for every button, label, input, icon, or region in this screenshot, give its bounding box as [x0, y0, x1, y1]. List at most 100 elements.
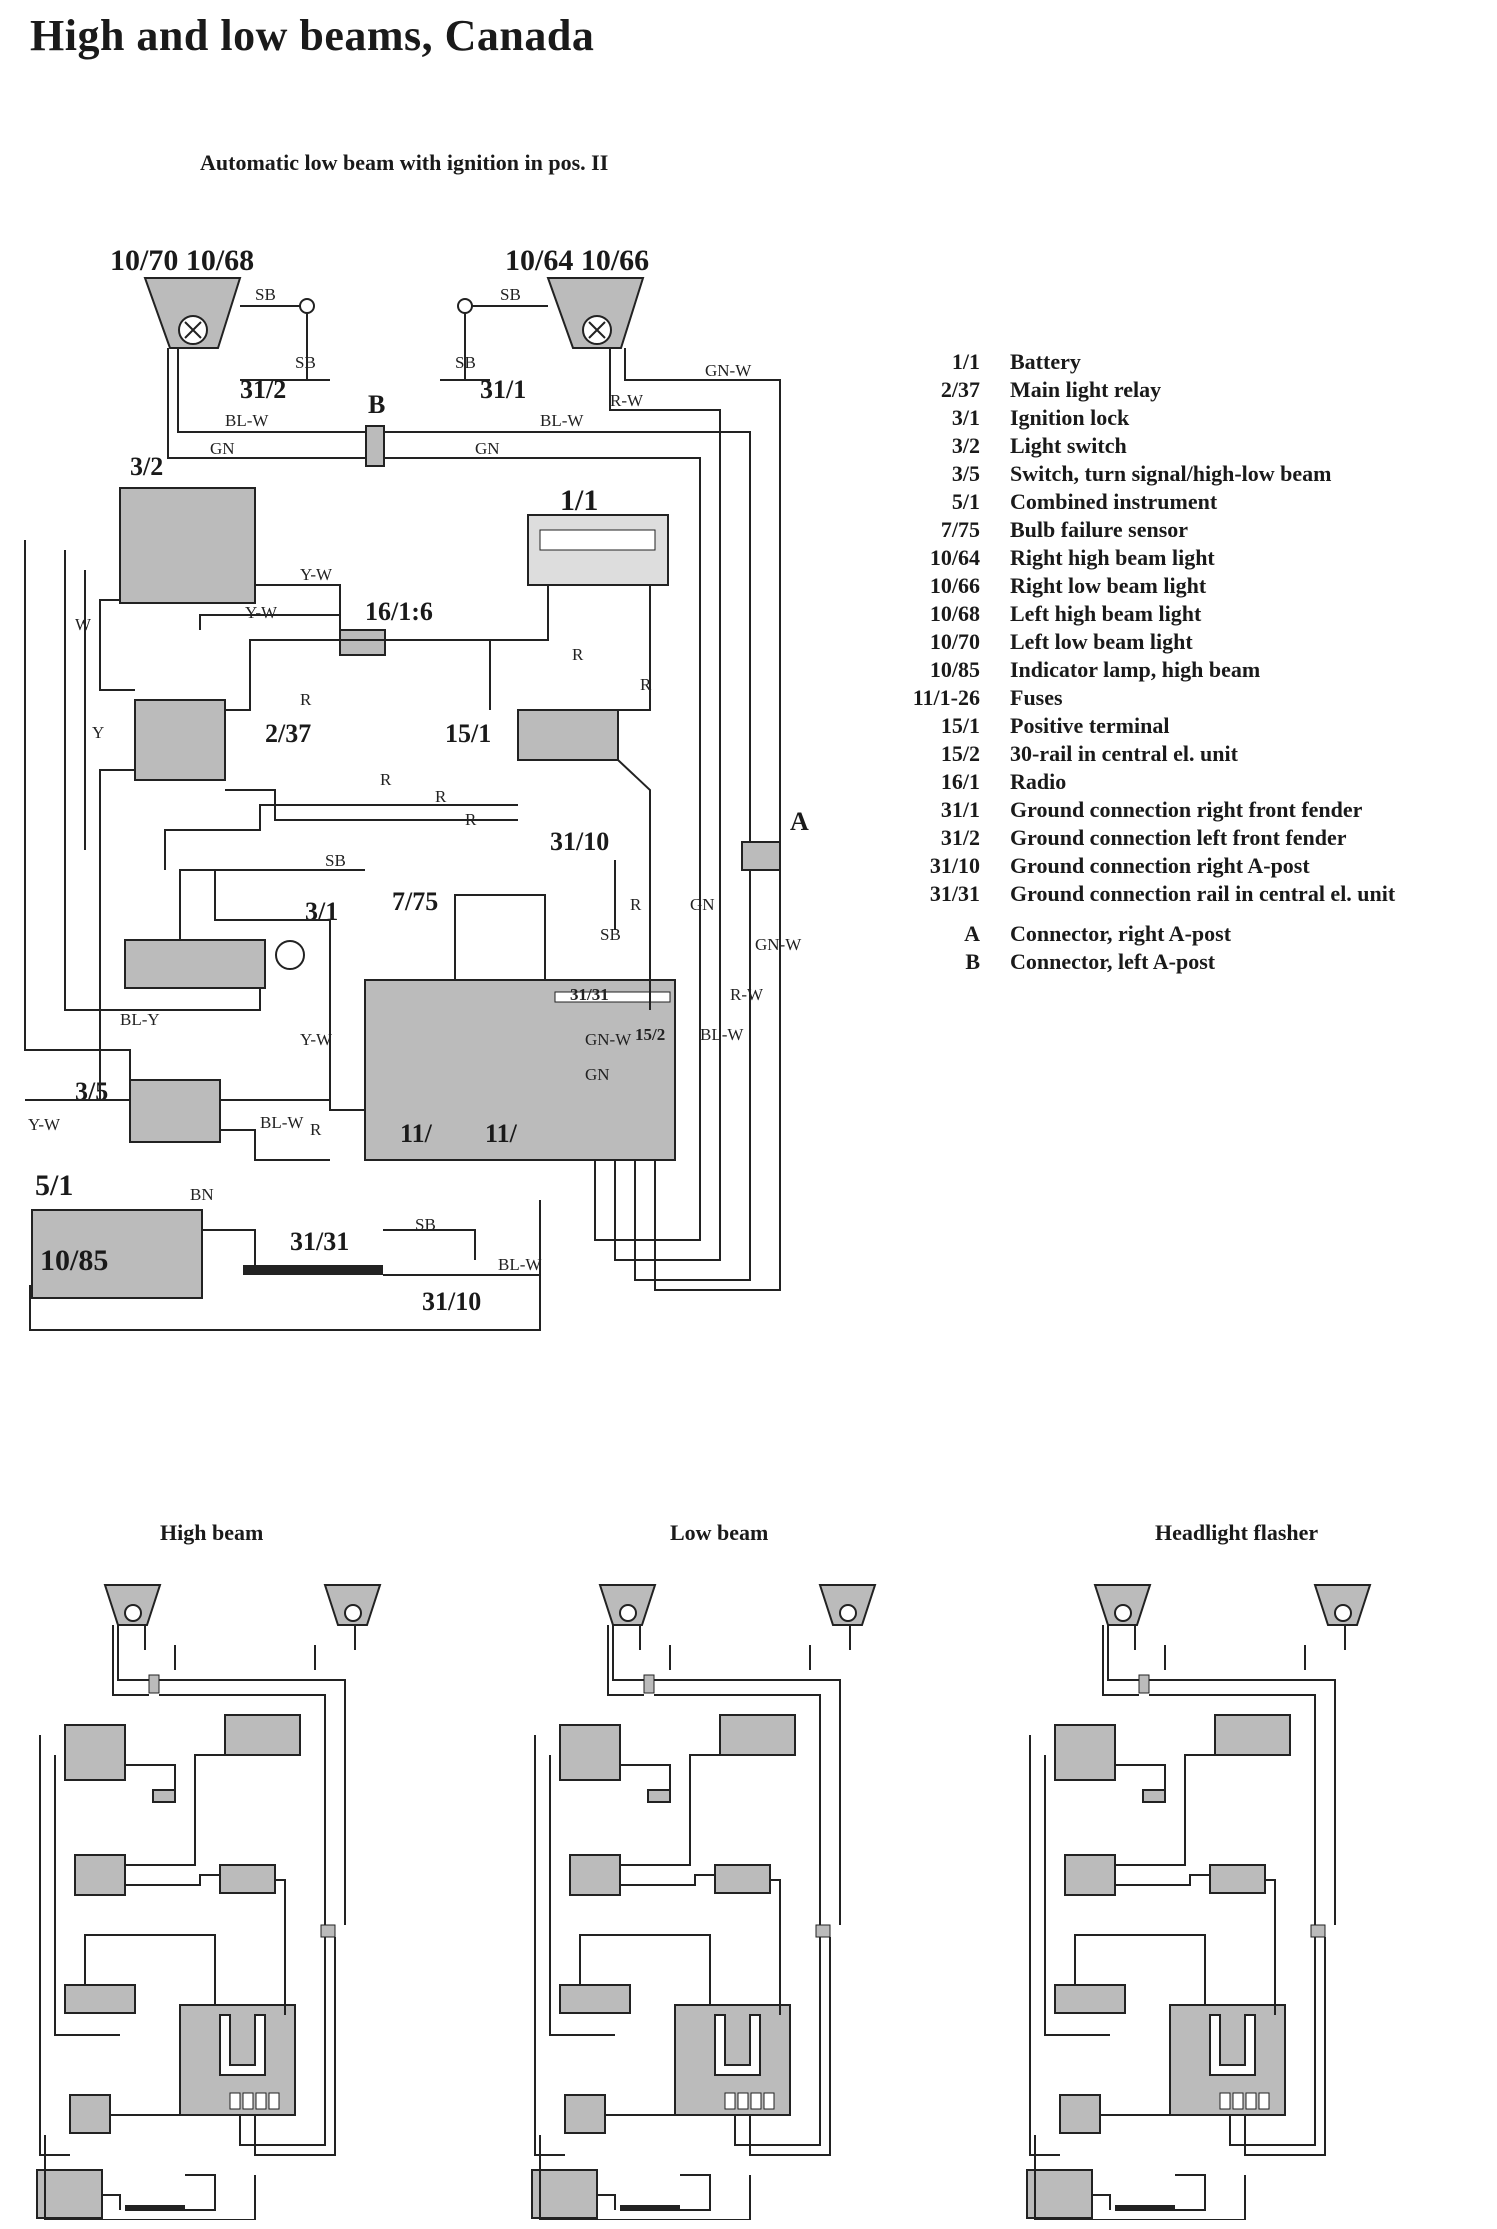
legend-code: 11/1-26	[912, 685, 980, 710]
thumb-wire	[1092, 2194, 1111, 2210]
legend-code: 31/31	[929, 881, 980, 906]
label-ground-rail-b: 31/31	[290, 1227, 349, 1256]
thumb-wire	[612, 1625, 841, 1925]
thumb-wire	[1164, 1645, 1306, 1670]
wire-label-bl-w: BL-W	[700, 1025, 744, 1044]
thumbnail-diagram-low-beam	[531, 1584, 877, 2220]
legend-code: A	[964, 921, 980, 946]
wire-label-r: R	[380, 770, 392, 789]
label-ground-right: 31/1	[480, 375, 526, 404]
legend-code: 3/2	[951, 433, 980, 458]
legend-code: 3/1	[951, 405, 980, 430]
thumb-wire	[534, 1735, 565, 2156]
wire-label-gn: GN	[210, 439, 235, 458]
thumb-wire	[770, 1879, 781, 2015]
thumb-wire	[620, 1764, 671, 1790]
legend-description: Right high beam light	[1010, 545, 1215, 570]
thumb-radio	[647, 1789, 671, 1803]
thumb-wire	[680, 2174, 711, 2211]
thumb-fuse	[750, 2092, 762, 2110]
wire-label-r: R	[300, 690, 312, 709]
thumb-bulb-left	[124, 1604, 142, 1622]
thumb-fuse	[737, 2092, 749, 2110]
wire-label-w: W	[75, 615, 92, 634]
label-light-switch: 3/2	[130, 452, 163, 481]
thumb-wire	[174, 1645, 316, 1670]
subdiagram-title-high-beam: High beam	[160, 1520, 264, 1545]
label-connector-b: B	[368, 390, 385, 419]
thumb-relay	[74, 1854, 126, 1896]
legend-row: 10/64 Right high beam light	[880, 544, 1395, 572]
thumb-fuse	[1258, 2092, 1270, 2110]
thumb-fuse	[242, 2092, 254, 2110]
thumb-positive-terminal	[219, 1864, 276, 1894]
thumb-wire	[112, 1625, 326, 1925]
thumb-light-switch	[1054, 1724, 1116, 1781]
legend-gap	[880, 908, 1395, 920]
legend-description: 30-rail in central el. unit	[1010, 741, 1238, 766]
thumb-wire	[1229, 1937, 1316, 2146]
thumbnail-diagram-headlight-flasher	[1026, 1584, 1372, 2220]
thumb-fuse	[724, 2092, 736, 2110]
right-headlight	[546, 277, 645, 349]
wire-label-bn: BN	[190, 1185, 214, 1204]
thumb-connector-b	[643, 1674, 655, 1694]
legend-description: Right low beam light	[1010, 573, 1207, 598]
bulb-failure-sensor	[454, 894, 546, 996]
thumb-positive-terminal	[714, 1864, 771, 1894]
thumb-instrument	[1026, 2169, 1093, 2219]
legend-description: Connector, left A-post	[1010, 949, 1216, 974]
ground-stars	[240, 298, 548, 381]
legend-description: Ground connection rail in central el. un…	[1010, 881, 1396, 906]
thumb-radio	[1142, 1789, 1166, 1803]
label-battery: 1/1	[560, 484, 598, 517]
legend-code: 10/85	[929, 657, 980, 682]
thumb-wire	[1265, 1879, 1276, 2015]
thumb-wire	[275, 1879, 286, 2015]
thumb-positive-terminal	[1209, 1864, 1266, 1894]
legend-description: Ignition lock	[1010, 405, 1130, 430]
thumb-wire	[117, 1625, 346, 1925]
legend-description: Ground connection right A-post	[1010, 853, 1310, 878]
legend-code: 7/75	[940, 517, 980, 542]
ground-rail-bar	[243, 1265, 383, 1275]
wire-label-r-w: R-W	[730, 985, 764, 1004]
wire-label-sb: SB	[415, 1215, 436, 1234]
main-light-relay	[134, 699, 226, 781]
subdiagram-title-low-beam: Low beam	[670, 1520, 769, 1545]
thumb-wire	[539, 2135, 751, 2220]
thumb-wire	[39, 1735, 70, 2156]
thumb-wire	[597, 2194, 616, 2210]
thumb-wire	[102, 2194, 121, 2210]
thumb-wire	[1115, 1874, 1210, 1886]
thumb-wire	[54, 1755, 120, 2036]
wire-label-r: R	[465, 810, 477, 829]
radio	[339, 629, 386, 656]
legend-description: Light switch	[1010, 433, 1127, 458]
legend-description: Left high beam light	[1010, 601, 1202, 626]
wire-label-r: R	[640, 675, 652, 694]
label-fuse-b: 11/	[485, 1119, 518, 1148]
legend-code: 10/64	[929, 545, 980, 570]
thumbnail-diagram-high-beam	[36, 1584, 382, 2220]
legend-description: Main light relay	[1010, 377, 1162, 402]
legend-code: 31/2	[940, 825, 980, 850]
label-turn-switch: 3/5	[75, 1077, 108, 1106]
label-indicator: 10/85	[40, 1244, 108, 1277]
light-switch	[119, 487, 256, 604]
thumb-battery	[1214, 1714, 1291, 1756]
label-pos-terminal: 15/1	[445, 719, 491, 748]
thumb-bulb-right	[839, 1604, 857, 1622]
label-connector-a: A	[790, 807, 809, 836]
wire-label-r: R	[435, 787, 447, 806]
legend-row: 3/2 Light switch	[880, 432, 1395, 460]
main-wiring-diagram: 10/70 10/68 10/64 10/66 SB SB SB SB 31/2…	[24, 244, 809, 1331]
label-relay: 2/37	[265, 719, 311, 748]
thumb-connector-a	[320, 1924, 336, 1938]
